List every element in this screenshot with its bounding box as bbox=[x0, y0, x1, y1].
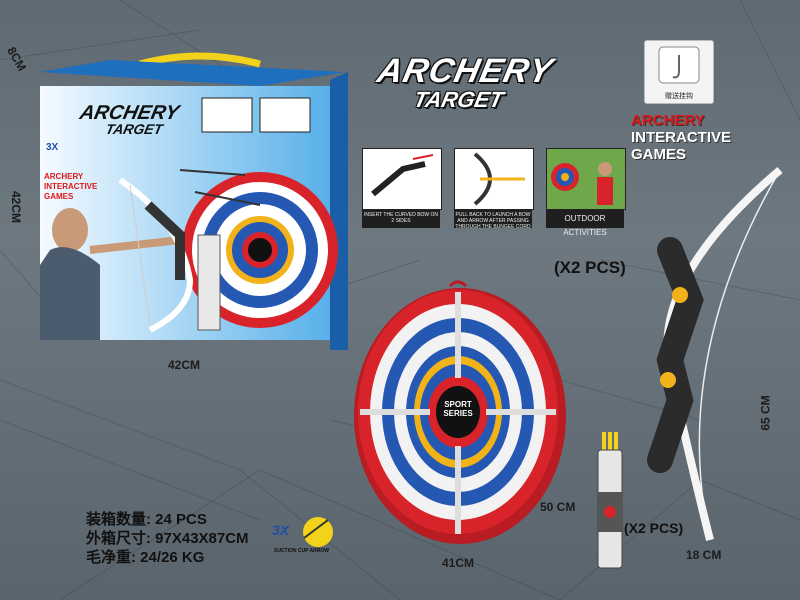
bow-launch-icon bbox=[473, 152, 525, 206]
bow-height-label: 65 CM bbox=[758, 395, 773, 431]
quiver-height-label: 50 CM bbox=[540, 500, 576, 514]
box-interactive-line3: GAMES bbox=[44, 192, 74, 201]
feature-card-outdoor bbox=[546, 148, 626, 210]
quiver-quantity: (X2 PCS) bbox=[624, 520, 684, 536]
box-title-line2: TARGET bbox=[104, 121, 165, 137]
suction-badge-count: 3X bbox=[272, 522, 290, 538]
product-box: ARCHERY TARGET ARCHERY INTERACTIVE GAMES… bbox=[30, 50, 350, 350]
feature-caption-outdoor: OUTDOOR ACTIVITIES bbox=[546, 210, 624, 237]
suction-badge-text: SUCTION CUP ARROW bbox=[274, 548, 329, 554]
packing-specs: 装箱数量: 24 PCS 外箱尺寸: 97X43X87CM 毛净重: 24/26… bbox=[86, 510, 249, 567]
target-label: SPORT SERIES bbox=[443, 400, 473, 418]
quiver-with-arrows bbox=[597, 432, 623, 569]
interactive-line1: ARCHERY bbox=[631, 112, 705, 129]
bow-quantity: (X2 PCS) bbox=[554, 258, 626, 277]
box-interactive-line1: ARCHERY bbox=[44, 172, 84, 181]
feature-card-insert bbox=[362, 148, 442, 210]
suction-badge: 3X SUCTION CUP ARROW bbox=[268, 512, 348, 560]
hook-label: 赠送挂钩 bbox=[665, 93, 693, 100]
bow-width-label: 18 CM bbox=[686, 548, 722, 562]
bow bbox=[647, 166, 783, 541]
interactive-games-text: ARCHERY INTERACTIVE GAMES bbox=[631, 112, 731, 163]
suction-cup-arrow-icon bbox=[303, 517, 333, 547]
feature-cards: INSERT THE CURVED BOW ON 2 SIDES PULL BA… bbox=[362, 148, 630, 237]
target-width-label: 41CM bbox=[442, 556, 475, 570]
box-badge: 3X bbox=[46, 142, 59, 153]
interactive-line2: INTERACTIVE bbox=[631, 129, 732, 146]
box-illustration bbox=[40, 52, 348, 350]
hook-card: 赠送挂钩 bbox=[644, 40, 714, 104]
archery-target bbox=[354, 280, 566, 544]
feature-caption-insert: INSERT THE CURVED BOW ON 2 SIDES bbox=[362, 210, 440, 228]
hook-icon bbox=[658, 46, 700, 84]
outdoor-photo-icon bbox=[551, 162, 613, 205]
box-title: ARCHERY TARGET bbox=[78, 102, 181, 137]
box-interactive-line2: INTERACTIVE bbox=[44, 182, 98, 191]
product-title-line1: ARCHERY bbox=[374, 52, 557, 90]
specs-line1: 装箱数量: 24 PCS bbox=[86, 511, 207, 528]
box-width-label: 42CM bbox=[168, 358, 201, 372]
specs-line2: 外箱尺寸: 97X43X87CM bbox=[86, 530, 249, 547]
feature-card-launch bbox=[454, 148, 534, 210]
product-title: ARCHERY TARGET bbox=[374, 52, 558, 124]
box-interactive-text: ARCHERY INTERACTIVE GAMES bbox=[44, 172, 97, 202]
bow-insert-icon bbox=[371, 154, 434, 197]
specs-line3: 毛净重: 24/26 KG bbox=[86, 549, 205, 566]
box-height-label: 42CM bbox=[9, 190, 24, 224]
interactive-line3: GAMES bbox=[631, 146, 687, 163]
feature-caption-launch: PULL BACK TO LAUNCH A BOW AND ARROW AFTE… bbox=[454, 210, 532, 230]
product-title-line2: TARGET bbox=[411, 87, 506, 112]
